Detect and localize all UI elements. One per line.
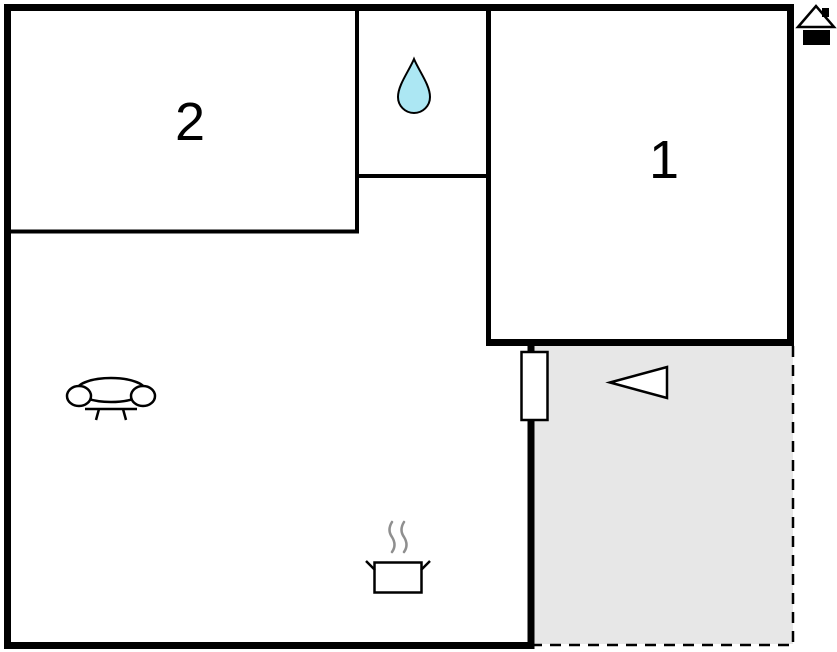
steam-lines bbox=[388, 520, 408, 554]
sofa-leg-right bbox=[121, 408, 128, 421]
terrace-arrow-icon bbox=[605, 365, 669, 400]
pot-handle-right bbox=[420, 560, 431, 571]
pot-body bbox=[373, 561, 423, 594]
room-1-label: 1 bbox=[649, 130, 679, 190]
walls bbox=[4, 4, 794, 649]
room-2-label: 2 bbox=[175, 92, 205, 152]
pot-handle-left bbox=[365, 560, 376, 571]
sofa-arm-left bbox=[65, 384, 93, 408]
steam-line-1 bbox=[388, 520, 396, 554]
steam-line-2 bbox=[400, 520, 408, 554]
sofa-arm-right bbox=[129, 384, 157, 408]
water-drop-icon bbox=[396, 56, 432, 114]
door-icon bbox=[520, 350, 549, 422]
sofa-leg-left bbox=[94, 408, 101, 421]
sofa-icon bbox=[65, 376, 157, 421]
stove-icon bbox=[365, 520, 431, 594]
house-base bbox=[803, 30, 830, 45]
house-chimney bbox=[822, 8, 829, 17]
north-house-icon bbox=[795, 4, 837, 45]
terrace-dashed-boundary bbox=[531, 346, 795, 647]
